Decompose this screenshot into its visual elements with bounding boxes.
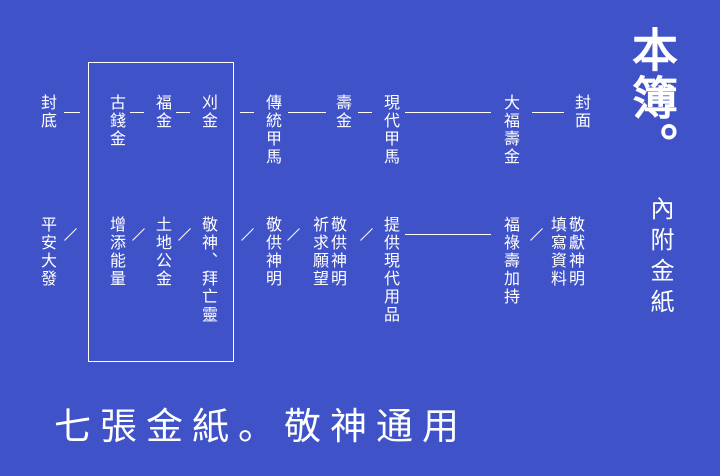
connector-slash: [287, 228, 300, 241]
page-title: 本簿。: [625, 26, 679, 170]
connector-line: [176, 112, 190, 113]
paper-name-fu-jin: 福金: [153, 94, 172, 130]
paper-use-fu-jin: 土地公金: [153, 216, 172, 288]
paper-use-yi-jin: 敬神、拜亡靈: [199, 216, 218, 324]
paper-name-cover: 封面: [572, 94, 591, 130]
connector-line: [358, 112, 372, 113]
connector-line: [532, 112, 564, 113]
paper-name-back-cover: 封底: [38, 94, 57, 130]
paper-use-da-fu-shou-jin: 福祿壽加持: [501, 216, 520, 306]
connector-line: [405, 112, 491, 113]
paper-use-modern-jia-ma: 提供現代用品: [381, 216, 400, 324]
paper-name-da-fu-shou-jin: 大福壽金: [501, 94, 520, 166]
paper-use-back-cover: 平安大發: [38, 216, 57, 288]
connector-line: [405, 234, 491, 235]
connector-slash: [360, 228, 373, 241]
connector-line: [130, 112, 144, 113]
paper-use-gu-qian-jin: 增添能量: [107, 216, 126, 288]
paper-use-traditional-jia-ma: 敬供神明: [263, 216, 282, 288]
paper-use-shou-jin: 敬供神明 祈求願望: [310, 216, 347, 288]
paper-name-traditional-jia-ma: 傳統甲馬: [263, 94, 282, 166]
connector-slash: [241, 228, 254, 241]
paper-name-modern-jia-ma: 現代甲馬: [381, 94, 400, 166]
connector-slash: [530, 228, 543, 241]
paper-name-shou-jin: 壽金: [333, 94, 352, 130]
connector-line: [240, 112, 254, 113]
paper-use-cover: 敬獻神明 填寫資料: [548, 216, 585, 288]
connector-slash: [64, 228, 77, 241]
footer-tagline: 七張金紙。敬神通用: [54, 405, 468, 448]
connector-line: [64, 112, 80, 113]
paper-name-yi-jin: 刈金: [199, 94, 218, 130]
paper-name-gu-qian-jin: 古錢金: [107, 94, 126, 148]
page-subtitle: 內附金紙: [646, 196, 674, 320]
connector-line: [288, 112, 326, 113]
group-box: [88, 62, 234, 362]
